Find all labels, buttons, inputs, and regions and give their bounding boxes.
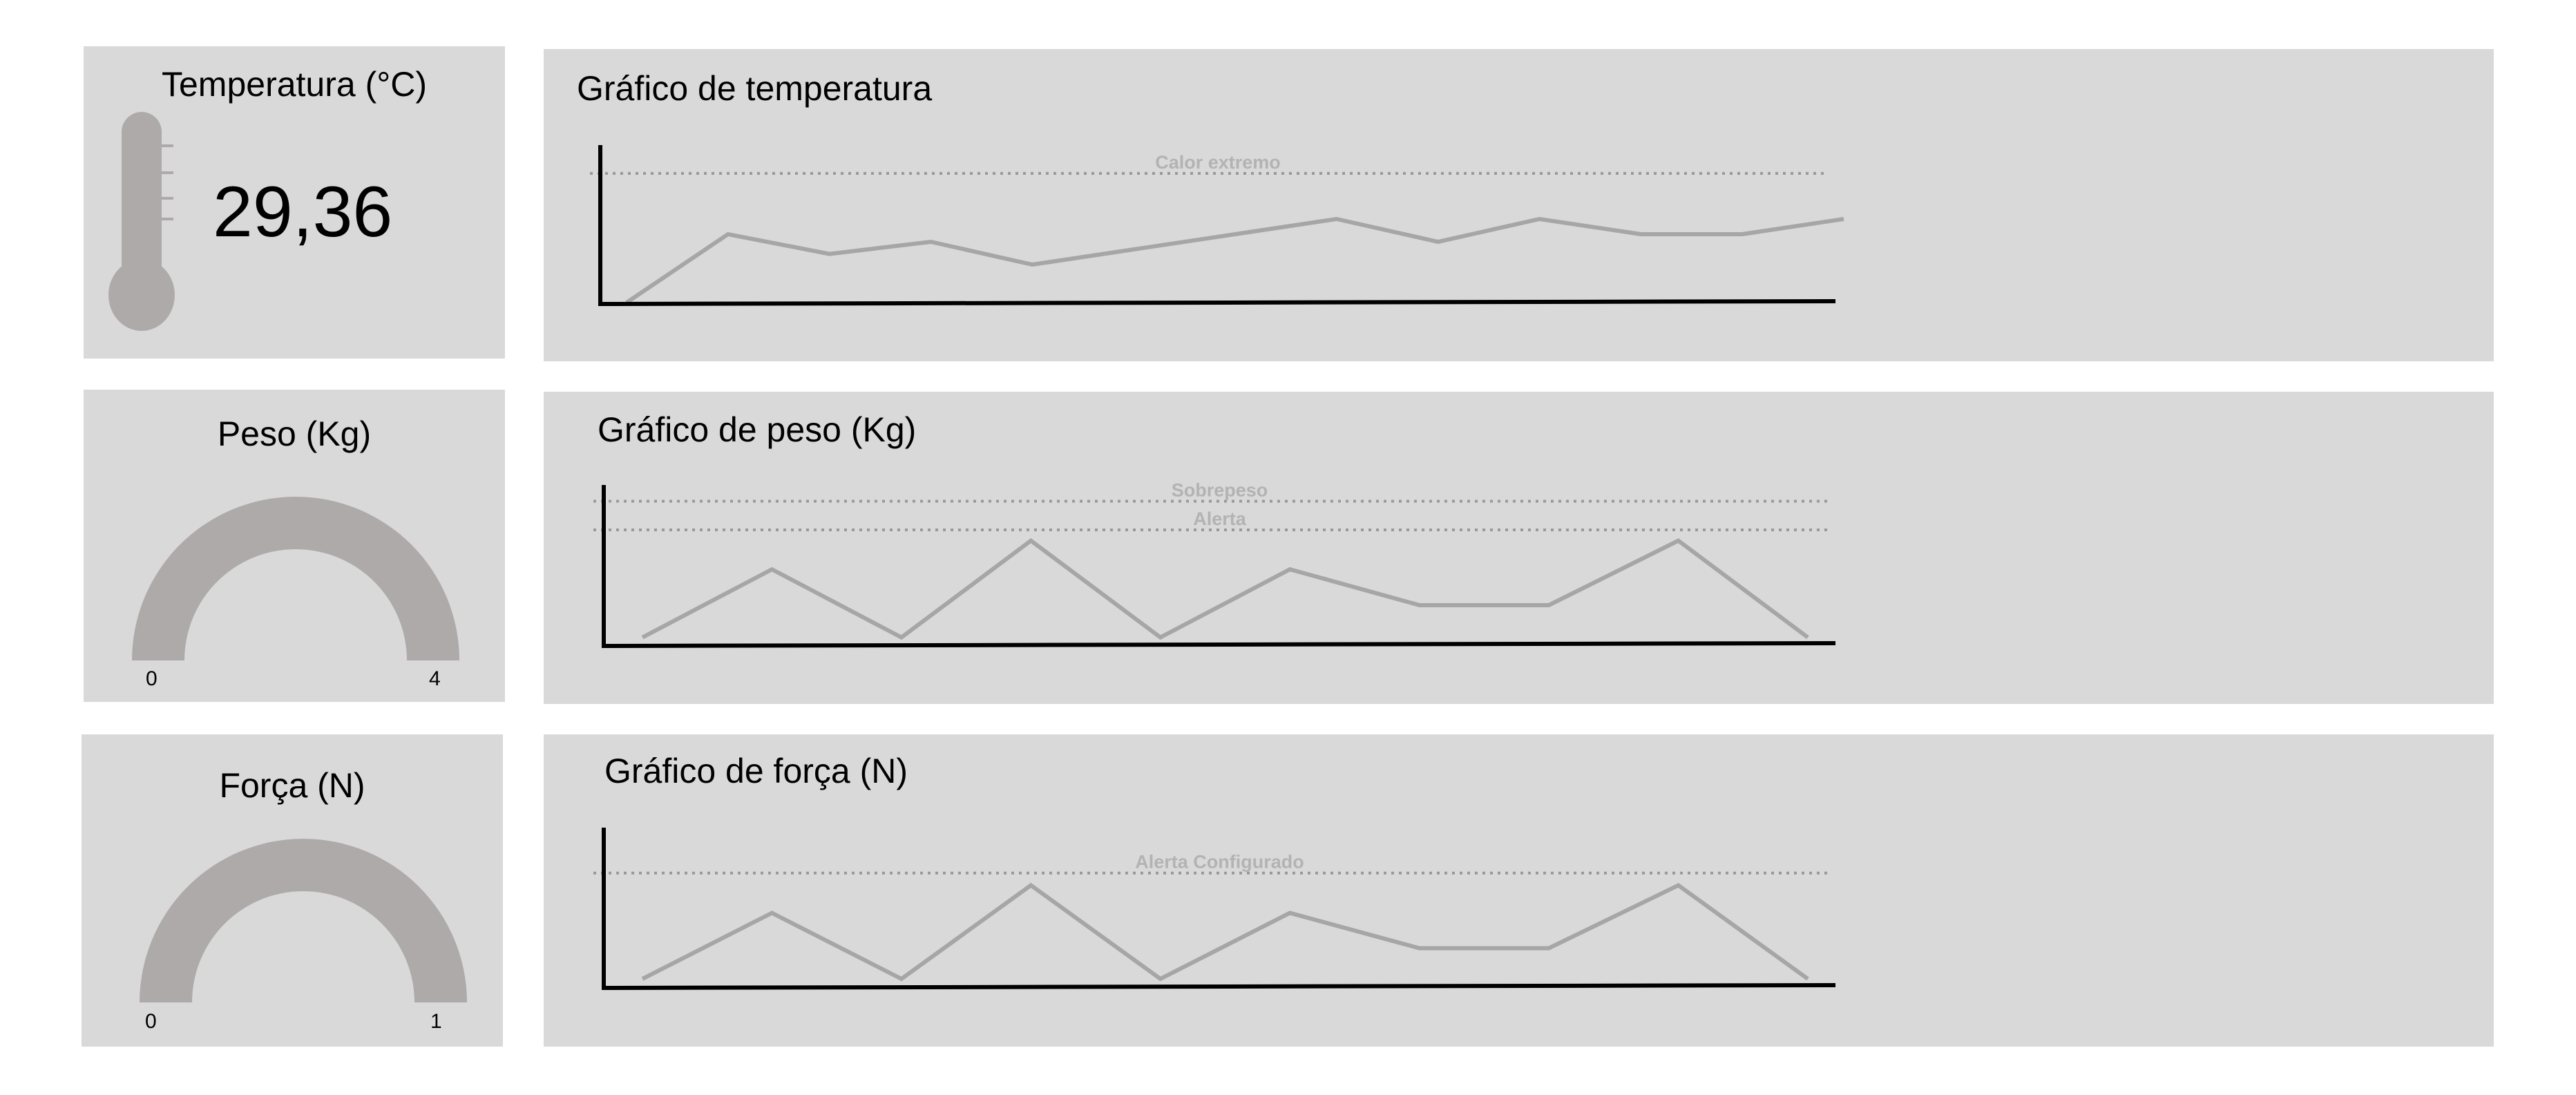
weight-gauge-max: 4 [429,667,441,690]
force-chart-title: Gráfico de força (N) [604,752,908,790]
weight-card: Peso (Kg) 0 4 [84,390,505,702]
temperature-threshold-label: Calor extremo [1155,152,1281,173]
temperature-value: 29,36 [213,172,393,252]
temperature-x-axis [598,299,1836,306]
weight-threshold-label: Alerta [1193,508,1247,529]
force-gauge-max: 1 [430,1010,442,1033]
temperature-chart-card: Gráfico de temperatura Calor extremo [544,49,2494,361]
weight-title: Peso (Kg) [217,415,372,453]
temperature-card: Temperatura (°C) 29,36 [84,46,505,359]
temperature-title: Temperatura (°C) [162,65,427,104]
weight-gauge [132,497,459,660]
force-series-line [641,882,1809,982]
temperature-series-line [625,216,1844,305]
thermometer-icon [108,112,175,331]
force-threshold-label: Alerta Configurado [1135,852,1304,873]
temperature-chart: Calor extremo [590,145,1844,306]
force-x-axis [601,983,1836,990]
force-gauge [140,839,467,1002]
weight-series-line [641,537,1809,640]
force-gauge-min: 0 [145,1010,157,1033]
force-card: Força (N) 0 1 [82,734,503,1047]
force-chart: Alerta Configurado [593,828,1836,990]
weight-threshold-label: Sobrepeso [1172,480,1268,501]
weight-x-axis [601,641,1836,648]
weight-gauge-min: 0 [146,667,158,690]
force-title: Força (N) [219,766,365,805]
force-chart-card: Gráfico de força (N) Alerta Configurado [544,734,2494,1047]
temperature-chart-title: Gráfico de temperatura [577,69,933,108]
weight-chart-title: Gráfico de peso (Kg) [598,410,917,449]
